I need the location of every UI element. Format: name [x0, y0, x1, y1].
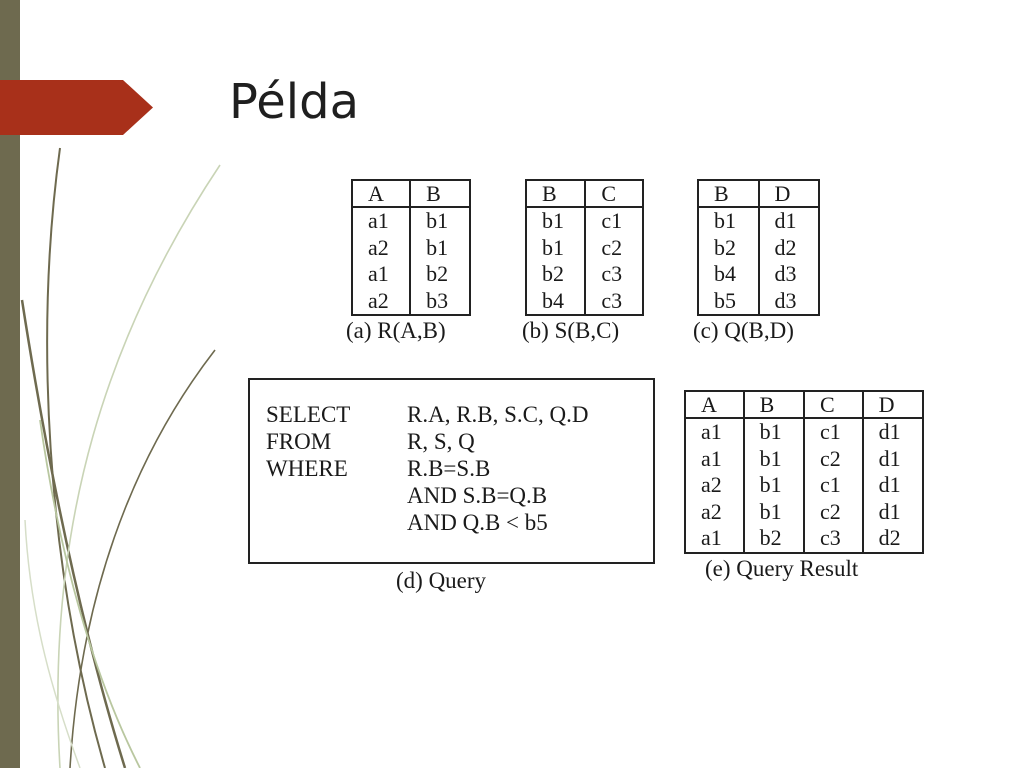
table-cell: a1 [368, 208, 389, 234]
table-cell: b1 [742, 445, 804, 472]
table-cell: b1 [742, 472, 804, 499]
column-header: C [802, 391, 863, 419]
table-row: b1 c1 [526, 207, 643, 235]
table-row: b1 d1 [698, 207, 819, 235]
table-cell: c1 [802, 418, 863, 446]
table-cell: a1 [368, 261, 389, 287]
table-cell: c1 [584, 207, 643, 235]
column-header: A [352, 180, 411, 208]
table-cell: d2 [757, 234, 819, 261]
caption-r: (a) R(A,B) [346, 318, 446, 343]
table-cell: d1 [861, 418, 923, 446]
column-header: A [685, 391, 744, 419]
table-cell: a1 [701, 525, 722, 551]
query-select-list: R.A, R.B, S.C, Q.D [407, 402, 589, 427]
table-cell: b1 [742, 418, 804, 446]
table-cell: b2 [714, 234, 736, 260]
column-header: B [698, 180, 759, 208]
table-cell: b5 [714, 287, 736, 313]
table-cell: a1 [701, 419, 722, 445]
query-keyword-where: WHERE [266, 456, 348, 481]
table-row: b2 d2 [698, 234, 819, 261]
table-cell: d2 [861, 525, 923, 553]
table-cell: a2 [701, 498, 722, 524]
table-cell: d3 [757, 287, 819, 315]
title-arrow-shape [0, 80, 153, 135]
table-cell: c2 [802, 445, 863, 472]
column-header: B [742, 391, 804, 419]
table-row: b4 c3 [526, 287, 643, 315]
table-cell: b2 [742, 525, 804, 553]
slide-title: Példa [229, 74, 359, 130]
table-cell: a2 [368, 287, 389, 313]
table-cell: b3 [409, 287, 470, 315]
table-cell: a2 [701, 472, 722, 498]
table-row: a2 b3 [352, 287, 470, 315]
sql-query-box: SELECT R.A, R.B, S.C, Q.D FROM R, S, Q W… [248, 378, 655, 564]
table-cell: b2 [542, 261, 564, 287]
query-where-condition-1: R.B=S.B [407, 456, 491, 481]
table-cell: d3 [757, 261, 819, 288]
table-cell: c1 [802, 472, 863, 499]
table-cell: d1 [861, 498, 923, 525]
table-cell: b1 [542, 234, 564, 260]
left-sidebar-bar [0, 0, 20, 768]
table-cell: a2 [368, 234, 389, 260]
table-cell: b4 [714, 261, 736, 287]
caption-query: (d) Query [396, 568, 487, 593]
table-row: a1 b1 [352, 207, 470, 235]
caption-s: (b) S(B,C) [522, 318, 620, 343]
table-cell: a1 [701, 445, 722, 471]
table-row: b5 d3 [698, 287, 819, 315]
table-cell: c3 [802, 525, 863, 553]
table-row: b4 d3 [698, 261, 819, 288]
table-row: a2 b1 [352, 234, 470, 261]
table-cell: b1 [409, 207, 470, 235]
column-header: B [409, 180, 470, 208]
column-header: B [526, 180, 586, 208]
query-from-list: R, S, Q [407, 429, 475, 454]
table-cell: b1 [542, 208, 564, 234]
table-cell: c2 [584, 234, 643, 261]
table-row: b2 c3 [526, 261, 643, 288]
table-cell: b4 [542, 287, 564, 313]
table-cell: c3 [584, 287, 643, 315]
table-cell: b1 [409, 234, 470, 261]
caption-result: (e) Query Result [705, 556, 859, 581]
column-header: C [584, 180, 643, 208]
query-keyword-select: SELECT [266, 402, 351, 427]
table-cell: c3 [584, 261, 643, 288]
table-cell: c2 [802, 498, 863, 525]
table-cell: b1 [714, 208, 736, 234]
table-cell: d1 [757, 207, 819, 235]
table-cell: d1 [861, 472, 923, 499]
query-keyword-from: FROM [266, 429, 332, 454]
query-where-condition-3: AND Q.B < b5 [407, 510, 548, 535]
caption-q: (c) Q(B,D) [693, 318, 794, 343]
table-row: a1 b2 [352, 261, 470, 288]
column-header: D [757, 180, 819, 208]
table-cell: d1 [861, 445, 923, 472]
column-header: D [861, 391, 923, 419]
decorative-curves [20, 147, 221, 768]
table-cell: b2 [409, 261, 470, 288]
query-where-condition-2: AND S.B=Q.B [407, 483, 548, 508]
table-row: b1 c2 [526, 234, 643, 261]
table-cell: b1 [742, 498, 804, 525]
